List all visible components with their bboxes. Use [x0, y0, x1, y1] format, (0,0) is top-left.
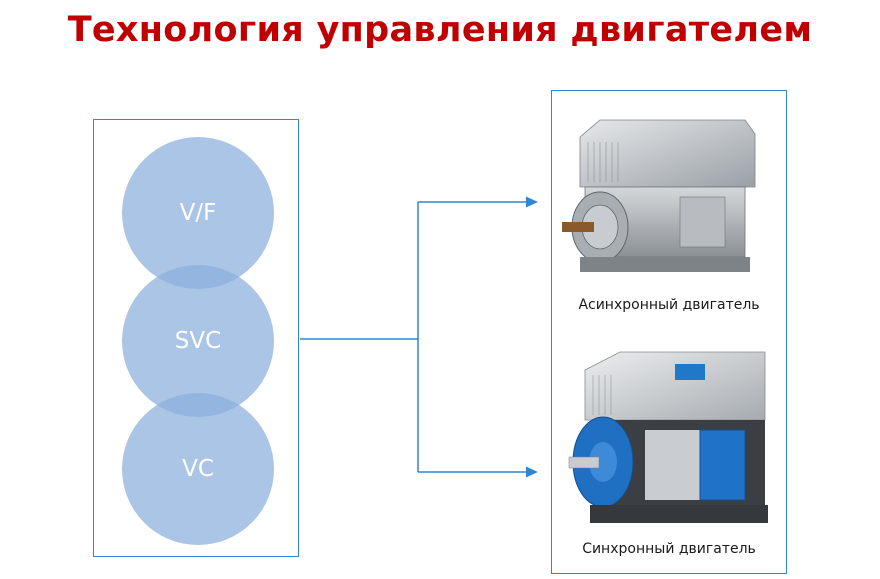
method-circle-vc: VC: [122, 393, 274, 545]
method-label: SVC: [174, 328, 222, 354]
arrowhead-sync: [526, 466, 538, 478]
control-methods-box: [93, 119, 299, 557]
sync-motor-image: [568, 351, 768, 523]
motors-box: [551, 90, 787, 574]
sync-motor-caption: Синхронный двигатель: [582, 541, 756, 557]
method-circle-svc: SVC: [122, 265, 274, 417]
async-motor-caption: Асинхронный двигатель: [578, 297, 760, 313]
async-motor-image: [562, 119, 756, 272]
method-label: V/F: [179, 200, 217, 226]
method-label: VC: [182, 456, 214, 482]
arrowhead-async: [526, 196, 538, 208]
method-circle-vf: V/F: [122, 137, 274, 289]
page-title: Технология управления двигателем: [67, 10, 813, 50]
